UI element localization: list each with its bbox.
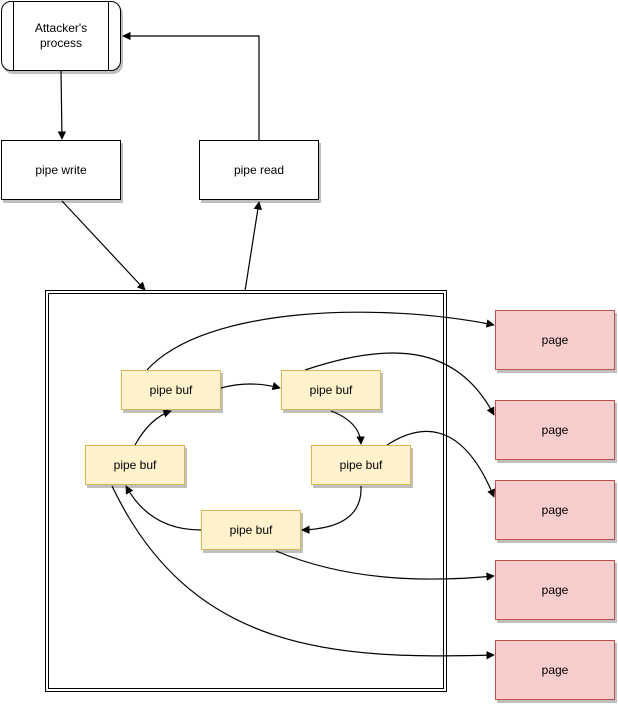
arrow-attacker-to-pipe-write: [57, 70, 67, 140]
pipe-buf-label: pipe buf: [229, 523, 273, 537]
page-node[interactable]: page: [495, 400, 615, 460]
attacker-process-node[interactable]: Attacker's process: [1, 1, 121, 71]
arrow-pipe-write-to-ring: [61, 200, 146, 291]
pipe-buf-node[interactable]: pipe buf: [201, 510, 301, 550]
pipe-buf-label: pipe buf: [309, 383, 353, 397]
page-label: page: [541, 583, 569, 597]
arrow-buf1-to-page1: [146, 311, 495, 371]
pipe-buf-node[interactable]: pipe buf: [311, 445, 411, 485]
arrow-buf3-to-buf4: [301, 485, 362, 534]
page-node[interactable]: page: [495, 310, 615, 370]
attacker-process-label: Attacker's process: [34, 21, 88, 50]
pipe-buf-node[interactable]: pipe buf: [281, 370, 381, 410]
pipe-buf-node[interactable]: pipe buf: [121, 370, 221, 410]
page-node[interactable]: page: [495, 640, 615, 700]
arrow-buf4-to-page4: [275, 550, 495, 581]
pipe-buf-label: pipe buf: [339, 458, 383, 472]
arrow-buf1-to-buf2: [220, 381, 281, 391]
pipe-container: [45, 290, 447, 692]
arrow-ring-to-pipe-read: [244, 201, 262, 292]
pipe-buf-label: pipe buf: [113, 458, 157, 472]
page-label: page: [541, 503, 569, 517]
page-node[interactable]: page: [495, 560, 615, 620]
page-label: page: [541, 663, 569, 677]
arrow-pipe-read-to-attacker: [122, 31, 260, 140]
pipe-write-node[interactable]: pipe write: [1, 140, 121, 200]
arrow-buf2-to-page2: [304, 352, 495, 416]
arrow-buf2-to-buf3: [330, 410, 365, 445]
arrow-buf5-to-page5: [111, 485, 495, 660]
pipe-read-node[interactable]: pipe read: [199, 140, 319, 200]
pipe-buf-node[interactable]: pipe buf: [85, 445, 185, 485]
page-label: page: [541, 333, 569, 347]
page-node[interactable]: page: [495, 480, 615, 540]
arrow-buf4-to-buf5: [125, 485, 202, 531]
pipe-write-label: pipe write: [35, 163, 87, 177]
arrow-buf5-to-buf1: [134, 409, 172, 446]
pipe-container-inner: [48, 293, 444, 689]
pipe-buf-label: pipe buf: [149, 383, 193, 397]
page-label: page: [541, 423, 569, 437]
pipe-read-label: pipe read: [233, 163, 285, 177]
arrow-buf3-to-page3: [386, 430, 496, 498]
